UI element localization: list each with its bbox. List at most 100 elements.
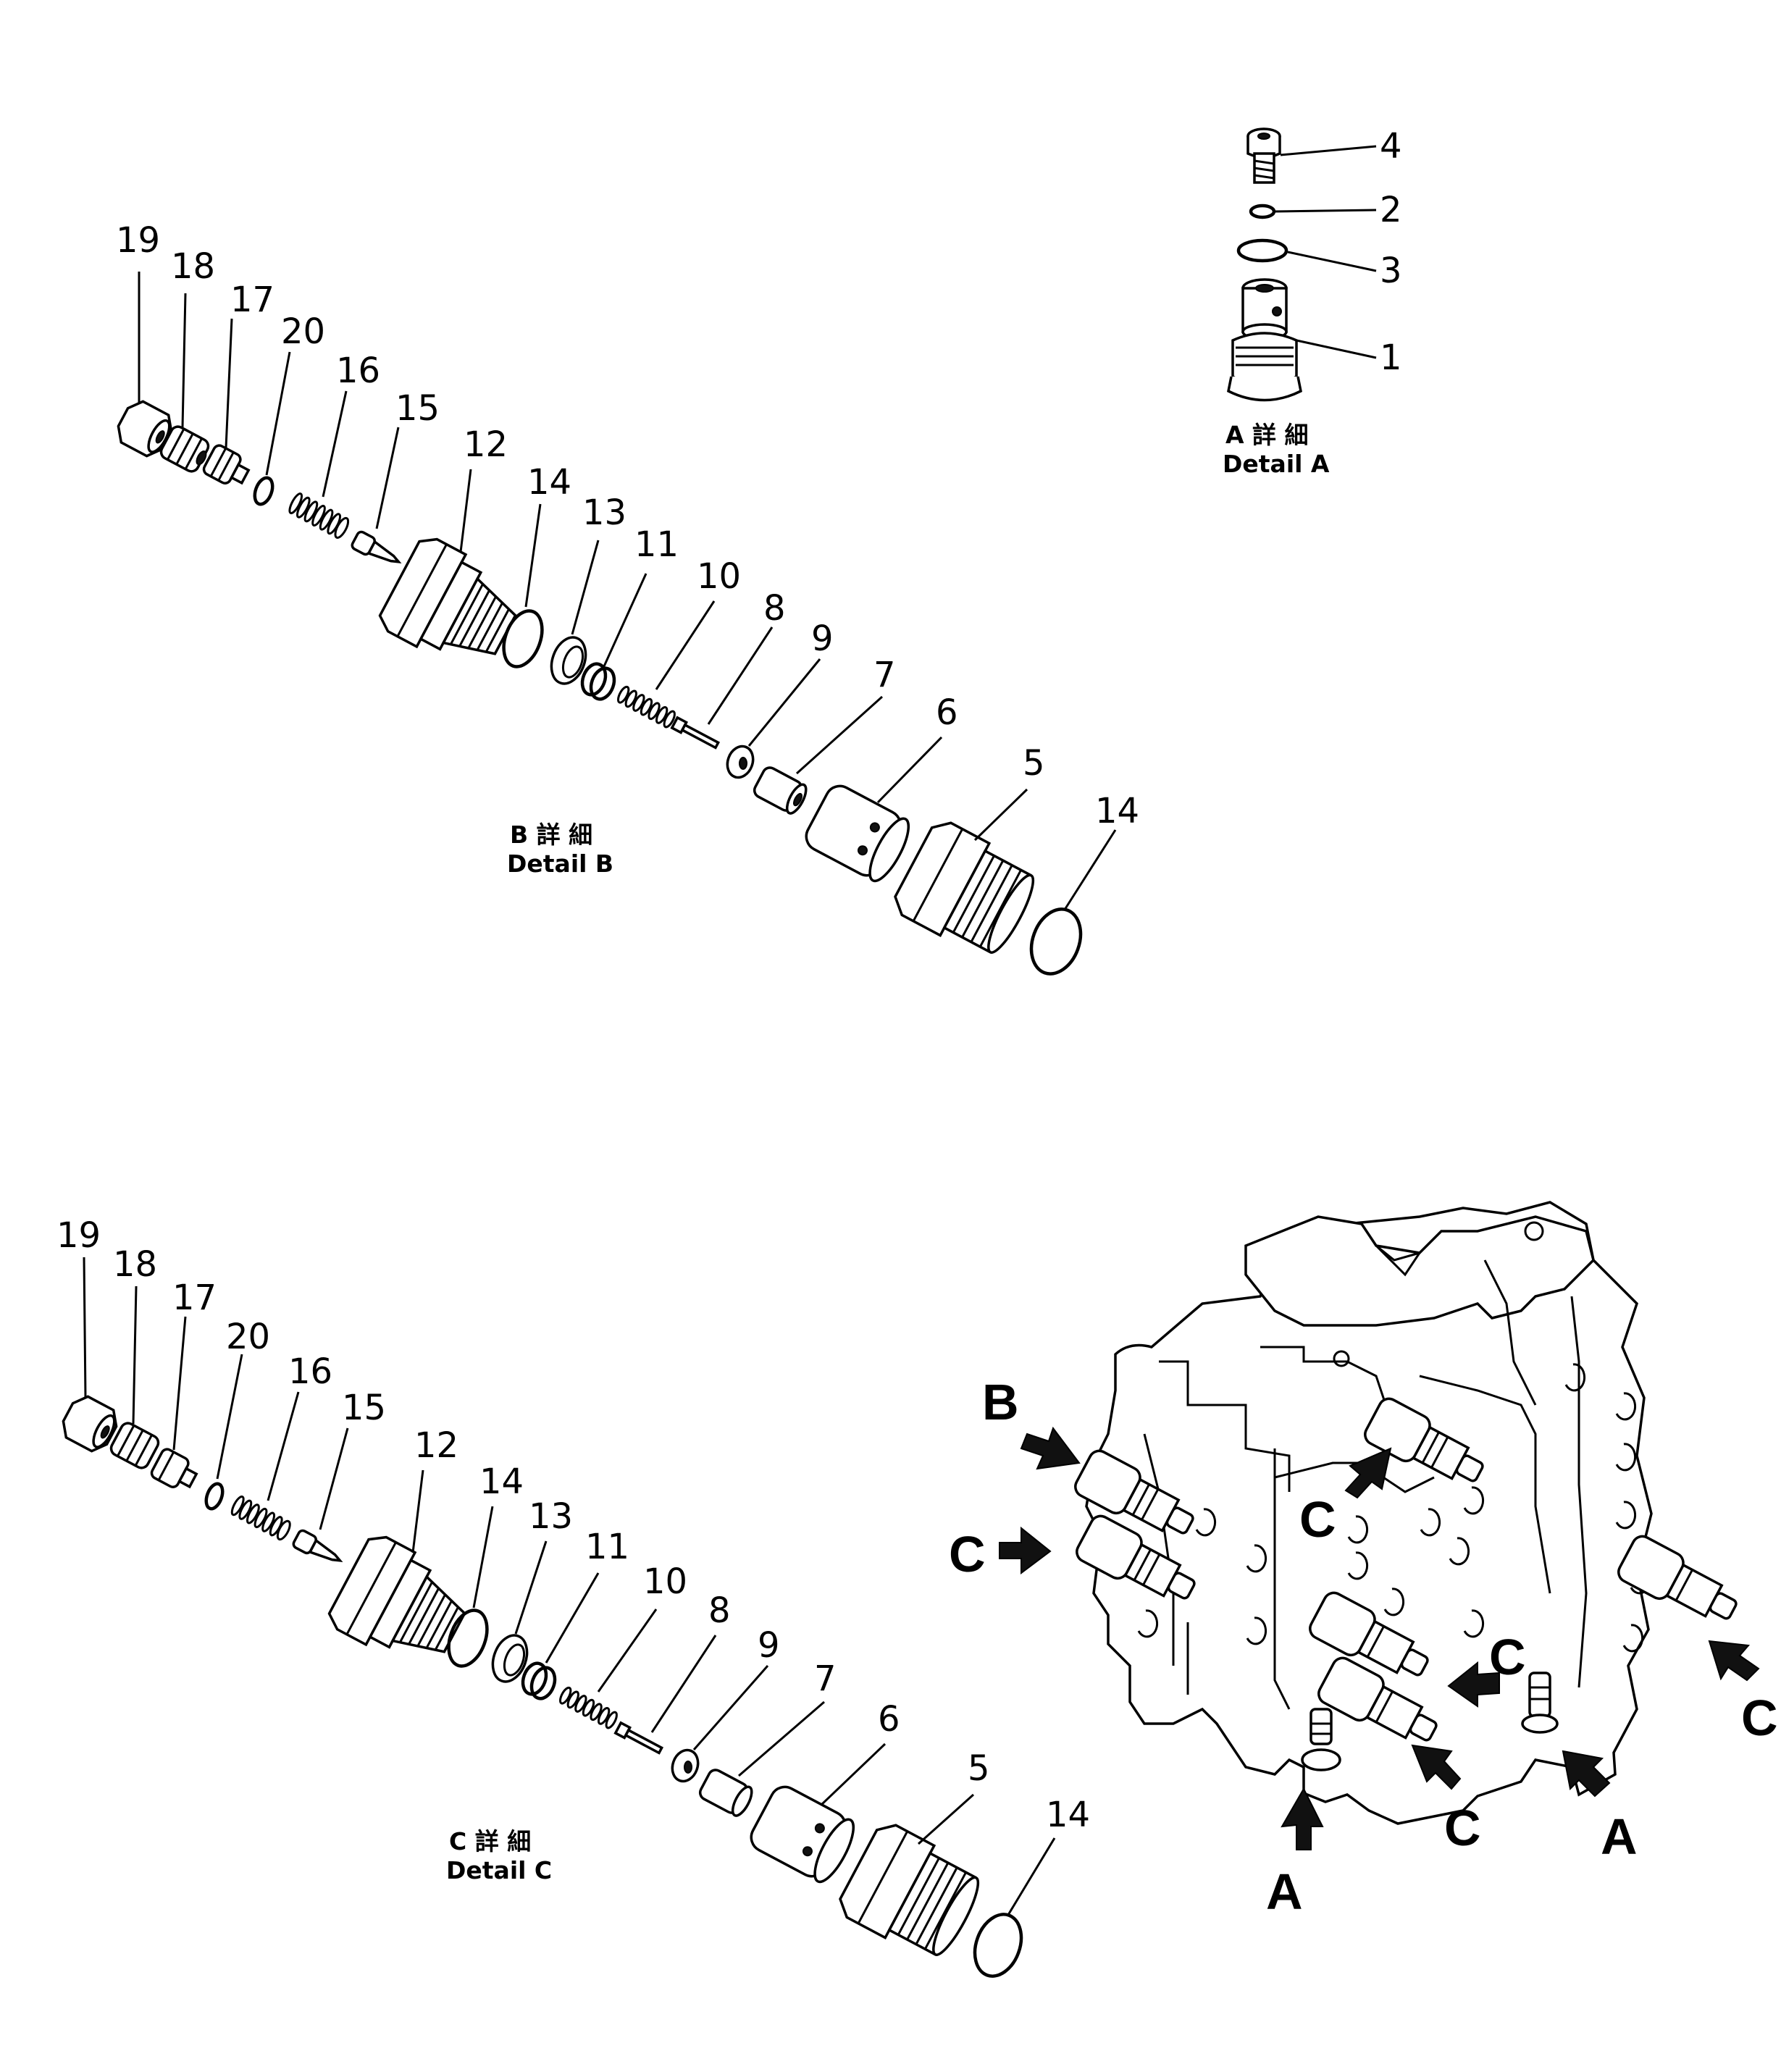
callout-b-6: 6 [936,692,958,733]
valve-c-mid-lower-installed-icon [1317,1656,1438,1742]
part-19-cap-icon [117,400,173,458]
part-c8-pin-icon [613,1721,664,1755]
arrow-c-mid-lower-icon [1411,1744,1462,1790]
part-c15-poppet-icon [292,1529,343,1562]
callout-b-5: 5 [1023,743,1045,784]
callout-b-18: 18 [171,246,215,287]
part-c17-adjuster-icon [150,1448,198,1489]
part-c10-spring-icon [559,1686,618,1729]
part-4-screw-icon [1246,127,1281,184]
marker-c-top: C [1299,1491,1336,1548]
part-9-washer-icon [726,745,755,779]
plug-a-right-installed-icon [1521,1672,1559,1734]
callout-c-10: 10 [643,1561,687,1602]
part-14-oring-icon [502,609,544,668]
valve-c-right-installed-icon [1617,1535,1738,1620]
part-2-oring-icon [1249,204,1276,219]
arrow-a-lower-icon [1281,1787,1324,1850]
part-14b-oring-icon [1029,907,1083,976]
part-c19-cap-icon [62,1395,118,1453]
part-3-oring-icon [1236,238,1288,263]
callout-c-8: 8 [708,1590,731,1631]
arrow-c-right-icon [1708,1640,1760,1682]
marker-a-lower: A [1266,1863,1303,1920]
caption-detail-b-jp: B 詳 細 [510,821,592,849]
detail-c: 19 18 17 20 16 15 12 14 13 11 10 8 9 7 6… [56,1215,1090,1978]
part-c11-ring-icon [521,1661,557,1700]
callout-c-12: 12 [414,1425,458,1466]
part-6-sleeve-icon [805,784,910,883]
callout-c-6: 6 [878,1699,900,1740]
part-c20-oring-icon [204,1482,225,1511]
valve-block-assembly: B C C C C C A A [949,1201,1778,1920]
valve-c-top-installed-icon [1364,1397,1484,1482]
caption-detail-c-en: Detail C [446,1856,552,1884]
part-11-ring-icon [580,662,616,701]
callout-c-16: 16 [288,1351,332,1392]
callout-c-14: 14 [479,1461,524,1502]
marker-c-left: C [949,1526,986,1582]
detail-b: 19 18 17 20 16 15 12 14 13 11 10 8 9 7 6… [116,220,1139,976]
callout-b-12: 12 [464,424,508,465]
callout-c-14b: 14 [1046,1795,1090,1835]
callout-c-20: 20 [226,1317,270,1357]
callout-c-5: 5 [968,1748,990,1789]
part-c18-nut-icon [109,1422,160,1469]
callout-c-11: 11 [585,1527,629,1567]
callout-b-15: 15 [395,388,440,429]
callout-b-16: 16 [336,351,380,391]
caption-detail-b-en: Detail B [507,850,613,878]
callout-c-17: 17 [172,1278,217,1318]
part-20-oring-icon [253,476,275,506]
part-c12-valve-body-icon [327,1535,466,1653]
callout-b-14: 14 [527,462,571,503]
callout-c-9: 9 [758,1625,780,1666]
arrow-c-top-icon [1344,1447,1392,1499]
part-c14-oring-icon [447,1608,489,1668]
valve-c-left-installed-icon [1076,1514,1196,1600]
part-5-plug-icon [894,821,1035,954]
callout-b-8: 8 [763,588,786,629]
caption-detail-c-jp: C 詳 細 [449,1827,531,1855]
callout-c-13: 13 [529,1496,573,1537]
valve-c-mid-upper-installed-icon [1309,1591,1429,1677]
arrow-c-left-icon [999,1526,1052,1574]
callout-b-14b: 14 [1095,791,1139,831]
callout-a-1: 1 [1380,337,1402,378]
callout-b-10: 10 [697,556,741,597]
callout-c-18: 18 [113,1244,157,1285]
callout-b-11: 11 [634,524,679,565]
part-16-spring-icon [288,492,350,539]
part-7-piston-icon [753,766,808,815]
callout-a-2: 2 [1380,190,1402,230]
caption-detail-a-en: Detail A [1223,450,1330,478]
marker-c-mid-upper: C [1489,1629,1526,1685]
valve-b-installed-icon [1074,1449,1194,1535]
callout-b-19: 19 [116,220,160,261]
callout-a-4: 4 [1380,126,1402,167]
callout-b-17: 17 [230,280,275,320]
detail-a: 4 2 3 1 A 詳 細 Detail A [1223,126,1402,478]
arrow-a-right-icon [1562,1750,1611,1798]
plug-a-lower-installed-icon [1301,1708,1341,1771]
marker-b: B [982,1374,1019,1430]
part-c16-spring-icon [230,1496,291,1541]
marker-c-mid-lower: C [1444,1800,1481,1856]
part-17-adjuster-icon [202,444,251,485]
callout-b-20: 20 [281,311,325,352]
part-c7-piston-icon [698,1769,753,1817]
callout-b-13: 13 [582,492,627,533]
callout-b-9: 9 [811,618,834,659]
part-c13-ring-icon [491,1634,529,1683]
arrow-b-icon [1020,1426,1081,1470]
part-8-pin-icon [670,716,721,750]
part-c6-sleeve-icon [750,1785,855,1884]
part-1-plug-icon [1227,278,1302,402]
callout-c-15: 15 [342,1388,386,1428]
arrow-c-mid-upper-icon [1447,1661,1500,1708]
part-c9-washer-icon [671,1748,700,1783]
port-outlines [1137,1350,1651,1653]
callout-a-3: 3 [1380,251,1402,291]
caption-detail-a-jp: A 詳 細 [1225,421,1309,449]
